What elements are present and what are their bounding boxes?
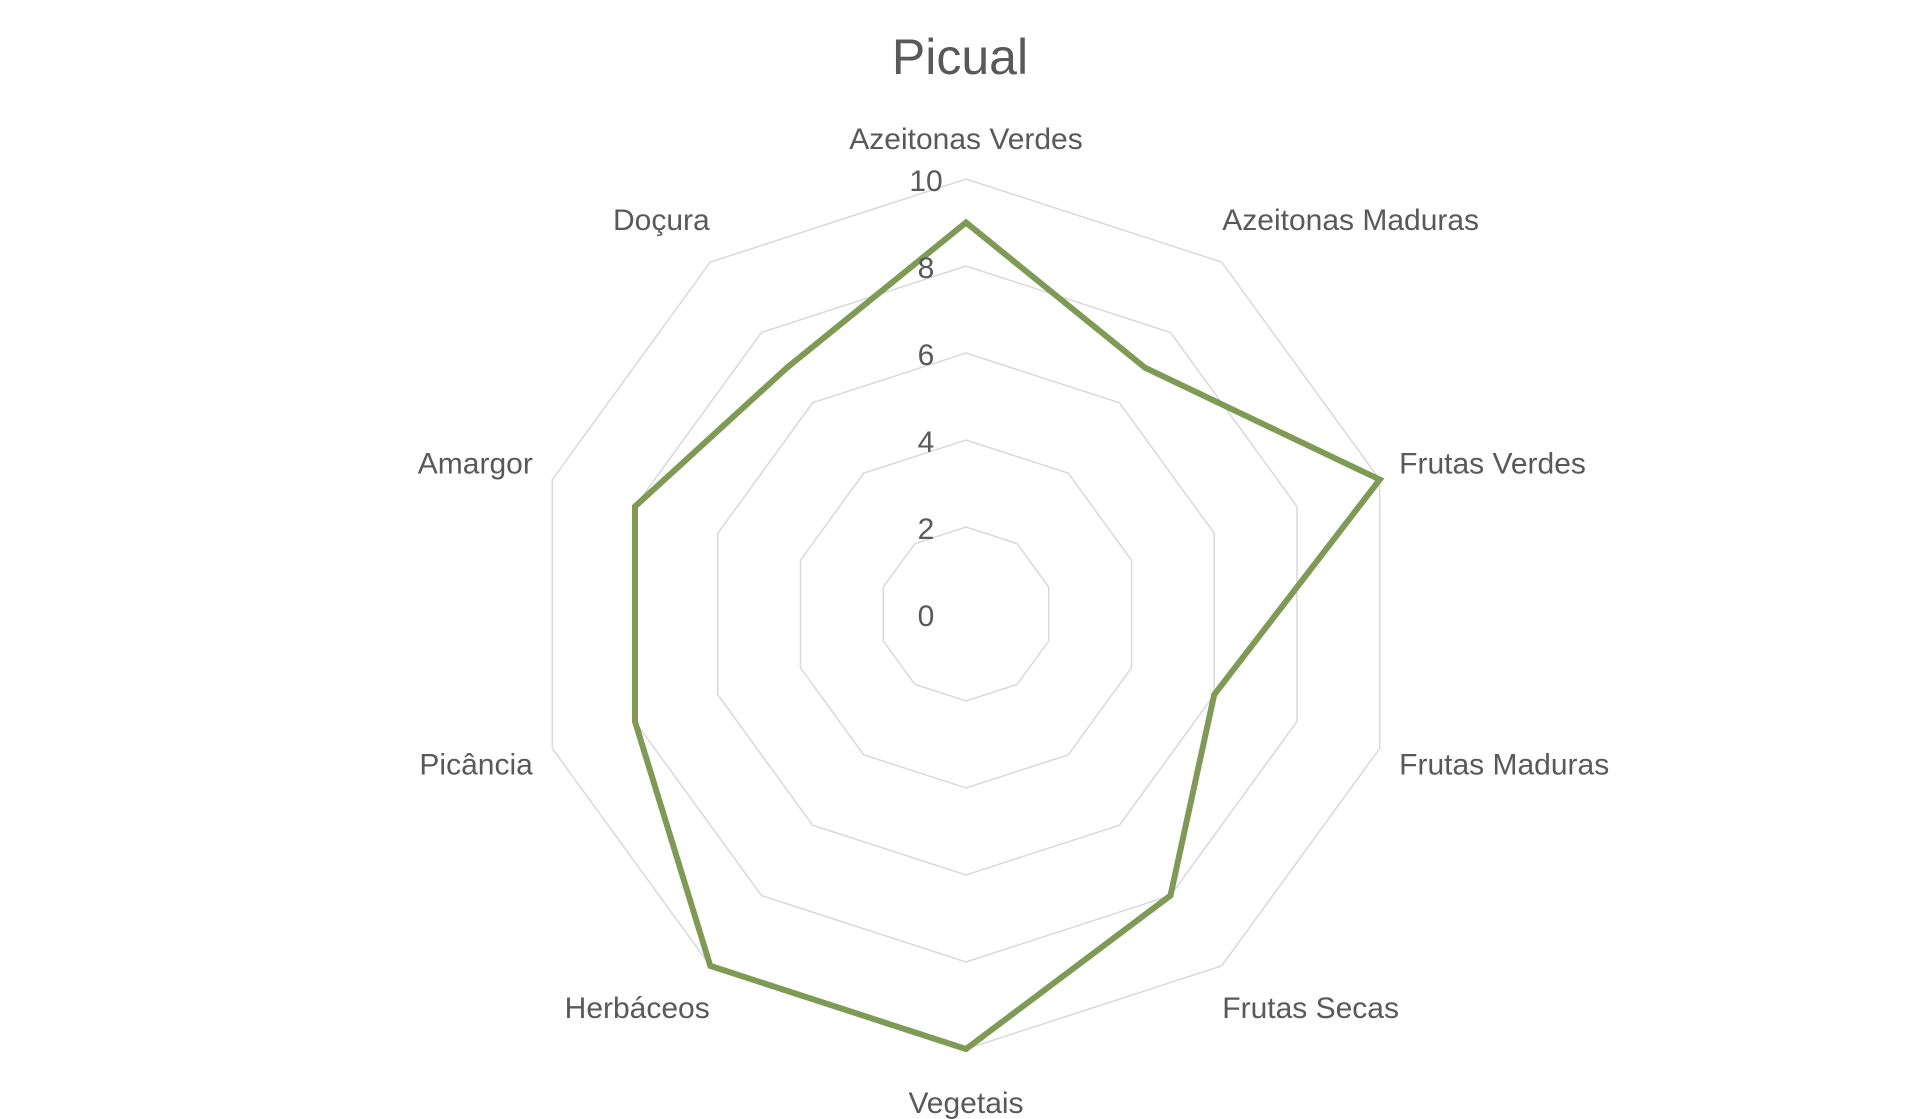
grid-ring-10 [551,178,1381,1050]
radial-tick-label: 10 [909,165,942,198]
grid-ring-8 [634,265,1298,963]
grid-ring-4 [799,439,1133,789]
grid-layer [551,178,1381,1050]
category-label: Herbáceos [565,992,710,1025]
series-line [632,218,1385,1053]
data-point [786,367,788,369]
data-point [1144,367,1146,369]
category-label: Picância [419,748,533,781]
radial-tick-label: 8 [918,252,935,285]
grid-ring-2 [882,526,1050,702]
radial-tick-label: 6 [918,339,935,372]
category-label: Amargor [418,448,533,481]
data-point [965,222,967,223]
category-label: Vegetais [908,1087,1023,1119]
series-layer [632,218,1385,1053]
category-label: Azeitonas Maduras [1222,204,1479,237]
category-label: Frutas Verdes [1399,448,1586,481]
data-point [1170,895,1171,896]
radial-tick-label: 4 [918,426,935,459]
radial-tick-label: 2 [918,513,935,546]
category-label: Frutas Maduras [1399,748,1609,781]
category-label: Azeitonas Verdes [849,123,1082,156]
data-point [1213,694,1215,696]
category-label: Doçura [613,204,710,237]
data-point [965,1048,967,1050]
chart-title: Picual [891,29,1029,85]
grid-ring-6 [717,352,1215,876]
data-point [634,721,636,722]
data-point [1379,479,1381,481]
data-point [634,506,636,507]
data-point [709,965,711,967]
radial-tick-label: 0 [918,600,935,633]
category-label: Frutas Secas [1222,992,1399,1025]
